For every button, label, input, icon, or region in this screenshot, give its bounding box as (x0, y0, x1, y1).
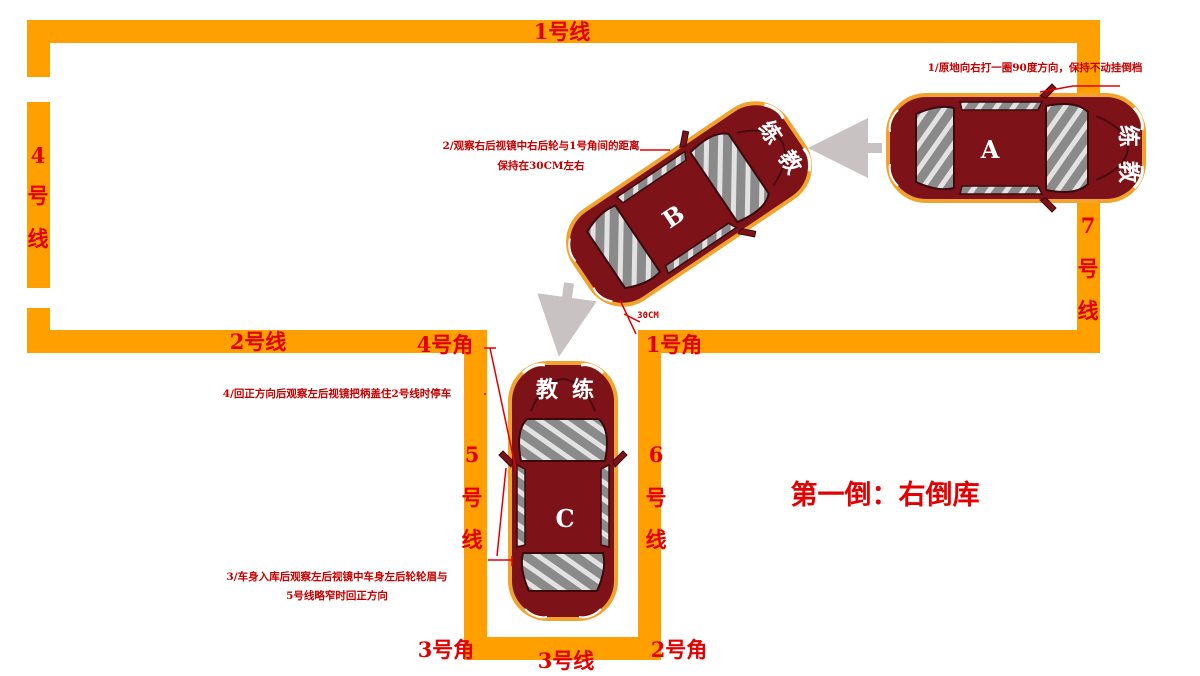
label-line-5-c: 线 (462, 527, 483, 552)
label-line-3: 3号线 (538, 648, 595, 673)
label-line-1-top: 1号线 (534, 19, 591, 44)
line-7-upper (1077, 20, 1100, 93)
label-line-7-c: 线 (1078, 298, 1099, 323)
note-step3-line1: 3/车身入库后观察左后视镜中车身左后轮轮眉与 (226, 570, 447, 583)
car-b: B 练 教 (543, 76, 835, 332)
arrow-b-to-c (537, 282, 597, 357)
car-a-word-2: 教 (1115, 161, 1141, 184)
line-2 (27, 330, 487, 353)
label-line-7-a: 7 (1081, 213, 1096, 238)
note-step3-line2: 5号线略窄时回正方向 (286, 589, 388, 602)
label-line-6-b: 号 (646, 485, 667, 510)
note-step1: 1/原地向右打一圈90度方向，保持不动挂倒档 (928, 61, 1143, 74)
guide-30cm (619, 299, 641, 335)
label-line-4-c: 线 (28, 226, 49, 251)
note-step2-line2: 保持在30CM左右 (496, 159, 585, 172)
label-corner-1: 1号角 (646, 332, 703, 357)
car-c-word-1: 教 (536, 377, 559, 403)
line-1-top (27, 20, 1100, 43)
car-a-letter: A (980, 135, 1000, 164)
lane-lines (27, 20, 1100, 660)
line-6 (638, 330, 661, 660)
guide-step4 (484, 347, 517, 471)
line-7-lower (1077, 196, 1100, 353)
car-a-word-1: 练 (1115, 125, 1141, 147)
label-line-5-a: 5 (465, 442, 480, 467)
guide-step3 (488, 467, 513, 566)
label-line-7-b: 号 (1078, 256, 1099, 281)
car-c: C 教 练 (497, 359, 629, 623)
label-line-6-a: 6 (649, 442, 664, 467)
note-step4: 4/回正方向后观察左后视镜把柄盖住2号线时停车 (223, 387, 452, 400)
step-notes: 1/原地向右打一圈90度方向，保持不动挂倒档 2/观察右后视镜中右后轮与1号角间… (223, 61, 1143, 602)
car-c-letter: C (555, 504, 574, 533)
line-5 (464, 330, 487, 660)
note-step2-line1: 2/观察右后视镜中右后轮与1号角间的距离 (443, 139, 640, 152)
car-a: A 练 教 (884, 82, 1148, 214)
line-4-middle (27, 102, 50, 288)
label-line-4-b: 号 (28, 183, 49, 208)
distance-label: 30CM (637, 311, 659, 321)
label-line-2: 2号线 (230, 329, 287, 354)
label-line-5-b: 号 (462, 485, 483, 510)
label-line-6-c: 线 (646, 527, 667, 552)
page-title: 第一倒：右倒库 (791, 479, 980, 511)
guide-lines (484, 85, 1120, 566)
guide-step1 (1039, 85, 1120, 93)
label-corner-3: 3号角 (418, 637, 475, 662)
line-1-bottom (638, 330, 1100, 353)
label-corner-4: 4号角 (417, 332, 474, 357)
label-corner-2: 2号角 (651, 637, 708, 662)
motion-arrows (537, 118, 882, 357)
line-4-upper (27, 20, 50, 77)
car-c-word-2: 练 (572, 377, 594, 403)
line-3 (464, 637, 661, 660)
label-line-4-a: 4 (31, 143, 46, 168)
lane-labels: 1号线 2号线 3号线 4 号 线 5 号 线 6 号 线 7 号 线 4号角 … (28, 19, 1099, 673)
